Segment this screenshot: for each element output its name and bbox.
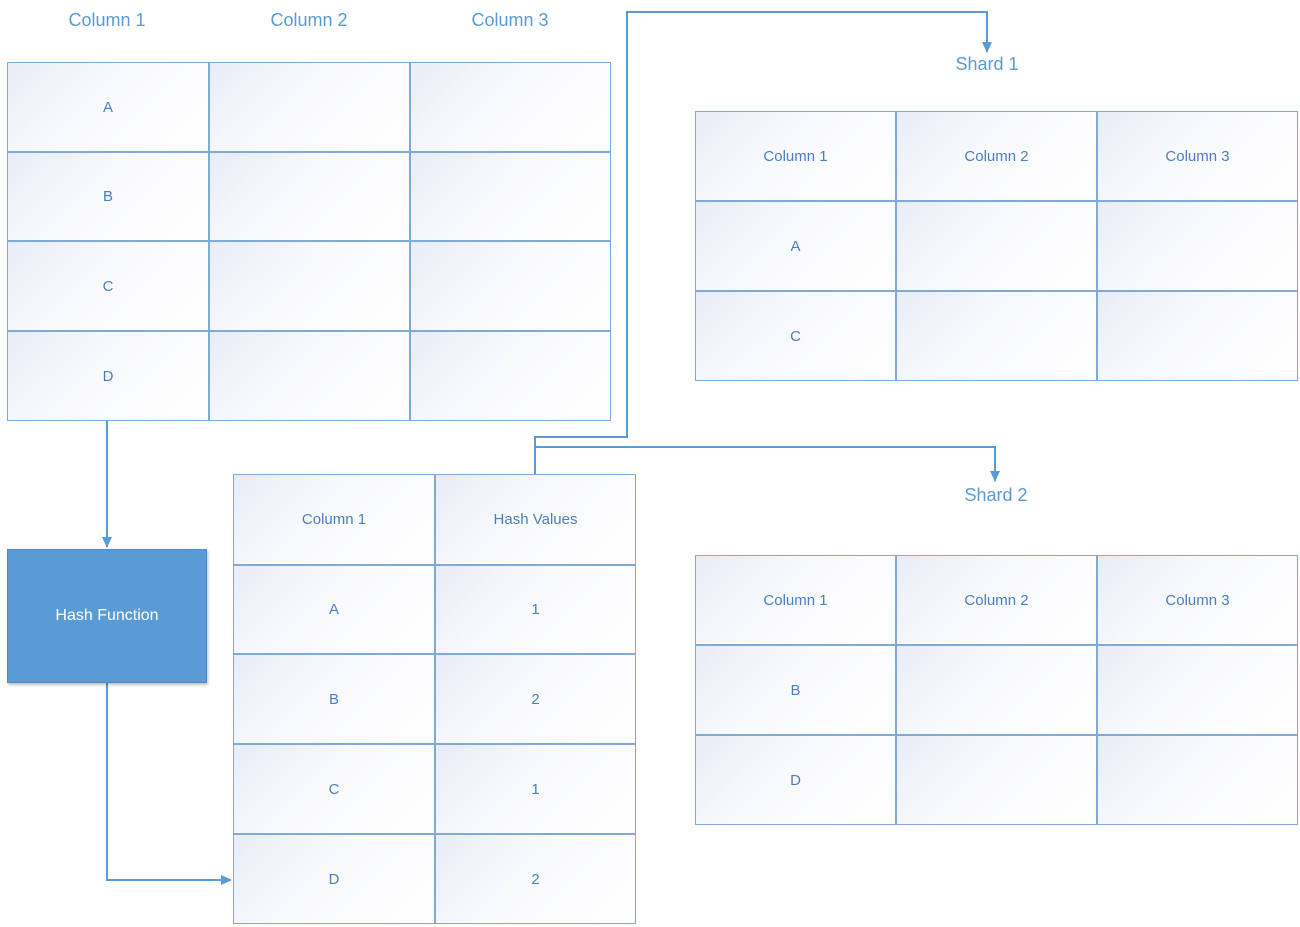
- shard1-cell: [1097, 201, 1298, 291]
- source-cell: [209, 331, 410, 421]
- shard2-cell: [896, 645, 1097, 735]
- source-cell: [209, 152, 410, 241]
- shard2-cell: Column 1: [695, 555, 896, 645]
- shard1-cell: Column 2: [896, 111, 1097, 201]
- shard1-cell: [896, 201, 1097, 291]
- shard1-cell: Column 3: [1097, 111, 1298, 201]
- hash-header-hash-values: Hash Values: [435, 474, 636, 565]
- shard1-cell: A: [695, 201, 896, 291]
- source-header-column-1: Column 1: [68, 10, 146, 30]
- hash-cell-key: A: [233, 565, 435, 654]
- source-cell-b: B: [7, 152, 209, 241]
- shard2-cell: D: [695, 735, 896, 825]
- hash-cell-key: B: [233, 654, 435, 744]
- shard2-cell: B: [695, 645, 896, 735]
- hash-function-box: Hash Function: [7, 549, 207, 683]
- hash-header-column-1: Column 1: [233, 474, 435, 565]
- hash-cell-key: C: [233, 744, 435, 834]
- source-cell: [209, 62, 410, 152]
- shard2-cell: [1097, 645, 1298, 735]
- source-cell-c: C: [7, 241, 209, 331]
- shard2-cell: Column 2: [896, 555, 1097, 645]
- shard2-title: Shard 2: [964, 485, 1028, 505]
- source-header-column-2: Column 2: [270, 10, 348, 30]
- source-header-column-3: Column 3: [471, 10, 549, 30]
- shard2-cell: [896, 735, 1097, 825]
- hash-cell-key: D: [233, 834, 435, 924]
- shard1-cell: [896, 291, 1097, 381]
- hash-cell-value: 2: [435, 834, 636, 924]
- source-cell-a: A: [7, 62, 209, 152]
- arrow-hash-to-hashtable: [106, 683, 232, 885]
- source-cell: [410, 241, 611, 331]
- arrow-to-shard2: [535, 446, 1000, 482]
- source-cell-d: D: [7, 331, 209, 421]
- shard1-cell: C: [695, 291, 896, 381]
- hash-cell-value: 1: [435, 744, 636, 834]
- source-cell: [410, 331, 611, 421]
- shard1-title: Shard 1: [955, 54, 1019, 74]
- shard2-cell: Column 3: [1097, 555, 1298, 645]
- shard1-cell: Column 1: [695, 111, 896, 201]
- hash-cell-value: 2: [435, 654, 636, 744]
- hash-cell-value: 1: [435, 565, 636, 654]
- source-cell: [410, 62, 611, 152]
- shard2-cell: [1097, 735, 1298, 825]
- arrow-to-shard1: [534, 11, 992, 475]
- source-cell: [209, 241, 410, 331]
- shard1-cell: [1097, 291, 1298, 381]
- hash-function-label: Hash Function: [55, 607, 159, 624]
- source-cell: [410, 152, 611, 241]
